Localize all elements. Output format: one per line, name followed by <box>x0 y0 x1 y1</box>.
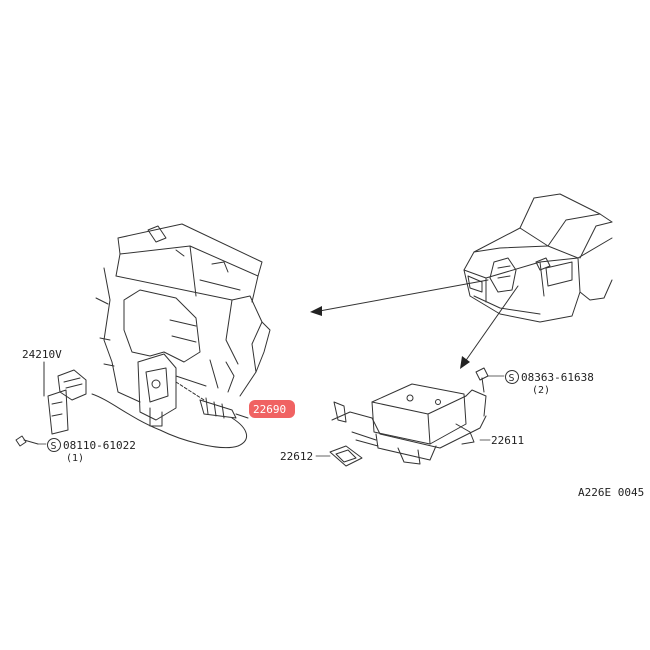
part-label-bolt-left: 08110-61022 <box>63 439 136 452</box>
part-qty-bolt-left: (1) <box>66 453 84 464</box>
standard-part-symbol-left <box>47 438 61 452</box>
oxygen-sensor-drawing <box>91 393 249 449</box>
standard-part-symbol-left-letter: S <box>51 441 57 452</box>
control-unit-arrow <box>460 285 519 369</box>
screw-right-drawing <box>475 367 489 393</box>
part-label-sensor[interactable]: 22690 <box>253 403 286 416</box>
part-label-control-unit: 22611 <box>491 434 524 447</box>
part-label-screw-right: 08363-61638 <box>521 371 594 384</box>
sensor-label-highlight[interactable] <box>249 400 295 418</box>
part-label-plate: 22612 <box>280 450 313 463</box>
standard-part-symbol-right <box>505 370 519 384</box>
control-unit-drawing <box>331 383 487 465</box>
part-qty-screw-right: (2) <box>532 385 550 396</box>
standard-part-symbol-right-letter: S <box>509 373 515 384</box>
bracket-drawing <box>47 369 87 435</box>
bolt-left-drawing <box>15 435 39 447</box>
diagram-code: A226E 0045 <box>578 486 644 499</box>
part-label-bracket: 24210V <box>22 348 62 361</box>
engine-block-drawing <box>95 223 271 427</box>
plate-drawing <box>329 445 363 467</box>
engine-arrow <box>310 279 489 316</box>
car-drawing <box>463 193 613 323</box>
